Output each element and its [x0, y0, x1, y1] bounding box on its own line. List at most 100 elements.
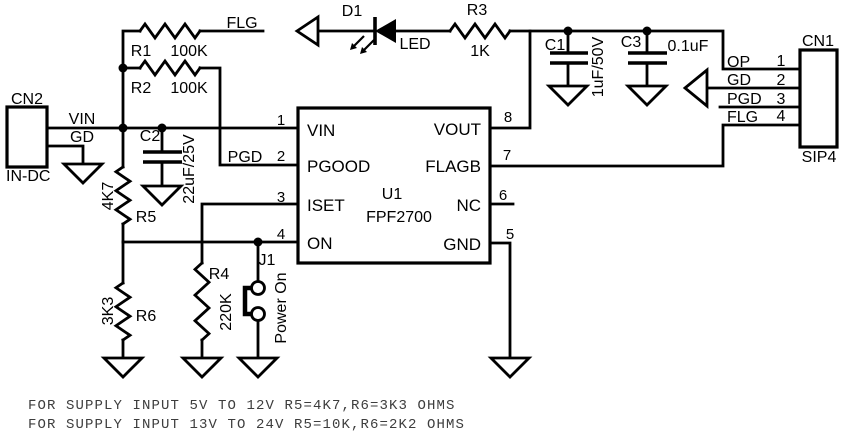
- resistor-r1: [138, 21, 202, 41]
- capacitor-c2: [143, 150, 182, 164]
- wire-vout-rail: [508, 29, 802, 71]
- ic-pin-number: 5: [506, 226, 514, 243]
- led-d1: D1 LED: [294, 3, 431, 54]
- cn1-pin-label: OP: [727, 54, 750, 71]
- led-ref-label: D1: [342, 3, 363, 20]
- ic-pin-name: VIN: [307, 121, 335, 140]
- r5-ref-label: R5: [136, 209, 157, 226]
- r1-value-label: 100K: [170, 43, 208, 60]
- cn1-package-label: SIP4: [802, 149, 837, 166]
- cn1-ref-label: CN1: [802, 33, 834, 50]
- ground-c1-icon: [545, 84, 591, 107]
- junction-dot: [118, 123, 128, 133]
- resistor-r4: [192, 261, 212, 343]
- wire-flagb: [488, 123, 802, 168]
- cn1-body: [798, 48, 839, 149]
- net-arrow-left-icon: [294, 14, 320, 48]
- led-type-label: LED: [399, 36, 430, 53]
- capacitor-c3: [628, 51, 667, 65]
- cn1-pin-number: 2: [777, 72, 786, 89]
- junction-dot: [253, 237, 263, 247]
- resistor-r6: [113, 281, 133, 342]
- ground-symbols: [60, 84, 670, 379]
- r2-value-label: 100K: [170, 80, 208, 97]
- junction-dot: [563, 26, 573, 36]
- resistor-r3: [448, 21, 512, 41]
- led-emission-arrows: [352, 35, 375, 52]
- component-labels: R1 100K R2 100K FLG R3 1K C2 22uF/25V R5…: [100, 2, 709, 331]
- cn1-pin-label: GD: [727, 72, 751, 89]
- ic-pin-name: FLAGB: [425, 157, 481, 176]
- r6-value-label: 3K3: [100, 297, 117, 326]
- wire-vin-to-r1: [121, 29, 142, 130]
- cn2-package-label: IN-DC: [6, 168, 50, 185]
- note-line-1: FOR SUPPLY INPUT 5V TO 12V R5=4K7,R6=3K3…: [28, 398, 456, 414]
- ic-pin-name: ON: [307, 234, 333, 253]
- wire-iset: [200, 202, 300, 265]
- ic-pin-number: 2: [277, 148, 285, 165]
- ic-pin-number: 7: [503, 147, 511, 164]
- ground-r4-icon: [179, 356, 225, 379]
- cn2-body: [5, 105, 49, 169]
- jumper-pin: [250, 306, 266, 322]
- wires: [45, 29, 802, 360]
- resistors: [113, 21, 512, 343]
- net-label-flg: FLG: [226, 15, 257, 32]
- ic-pin-number: 1: [277, 112, 285, 129]
- c3-value-label: 0.1uF: [668, 38, 709, 55]
- r2-ref-label: R2: [131, 80, 152, 97]
- design-notes: FOR SUPPLY INPUT 5V TO 12V R5=4K7,R6=3K3…: [28, 398, 465, 433]
- jumper-shunt: [242, 285, 251, 317]
- cn1-connector: CN1 SIP4 OP GD PGD FLG 1 2 3 4: [682, 33, 839, 166]
- jumper-pin: [250, 280, 266, 296]
- r6-ref-label: R6: [136, 308, 157, 325]
- c2-value-label: 22uF/25V: [181, 134, 198, 204]
- junction-dot: [118, 63, 128, 73]
- r5-value-label: 4K7: [100, 182, 117, 211]
- wire-gnd-pin: [488, 241, 512, 360]
- net-arrow-gd-icon: [682, 67, 709, 109]
- ic-ref-label: U1: [382, 186, 403, 203]
- ic-pin-number: 8: [504, 109, 512, 126]
- ground-cn2-icon: [60, 162, 106, 185]
- ic-body: [296, 106, 492, 265]
- cn1-pin-number: 1: [777, 53, 786, 70]
- ground-c2-icon: [139, 184, 185, 207]
- junction-dots: [118, 26, 652, 247]
- ground-c3-icon: [624, 84, 670, 107]
- capacitors: [143, 51, 667, 164]
- r4-ref-label: R4: [209, 266, 230, 283]
- r3-ref-label: R3: [467, 2, 488, 19]
- r4-value-label: 220K: [218, 293, 235, 331]
- ic-u1: VIN PGOOD ISET ON VOUT FLAGB NC GND 1 2 …: [228, 106, 514, 265]
- cn2-ref-label: CN2: [11, 91, 43, 108]
- net-label-pgd: PGD: [228, 149, 263, 166]
- c2-ref-label: C2: [140, 128, 161, 145]
- led-emission-arrowhead: [350, 43, 357, 50]
- junction-dot: [157, 123, 167, 133]
- resistor-r5: [113, 165, 133, 226]
- ground-j1-icon: [235, 356, 281, 379]
- c1-ref-label: C1: [545, 37, 566, 54]
- ic-pin-name: GND: [443, 235, 481, 254]
- c1-value-label: 1uF/50V: [590, 36, 607, 97]
- jumper-ref-label: J1: [259, 252, 276, 269]
- ground-r6-icon: [100, 356, 146, 379]
- led-emission-arrowhead: [360, 47, 367, 54]
- ic-pin-number: 4: [277, 226, 285, 243]
- ic-pin-name: ISET: [307, 196, 345, 215]
- cn2-connector: CN2 IN-DC VIN GD: [5, 91, 95, 185]
- jumper-function-label: Power On: [273, 272, 290, 343]
- note-line-2: FOR SUPPLY INPUT 13V TO 24V R5=10K,R6=2K…: [28, 417, 465, 433]
- led-triangle-icon: [375, 19, 396, 43]
- ic-pin-name: PGOOD: [307, 157, 370, 176]
- wire-r2-to-pgood: [198, 66, 300, 167]
- ic-pin-number: 6: [499, 187, 507, 204]
- r1-ref-label: R1: [131, 43, 152, 60]
- ic-pin-name: NC: [456, 196, 481, 215]
- capacitor-c1: [550, 51, 588, 65]
- cn1-pin-number: 4: [777, 108, 786, 125]
- junction-dot: [642, 26, 652, 36]
